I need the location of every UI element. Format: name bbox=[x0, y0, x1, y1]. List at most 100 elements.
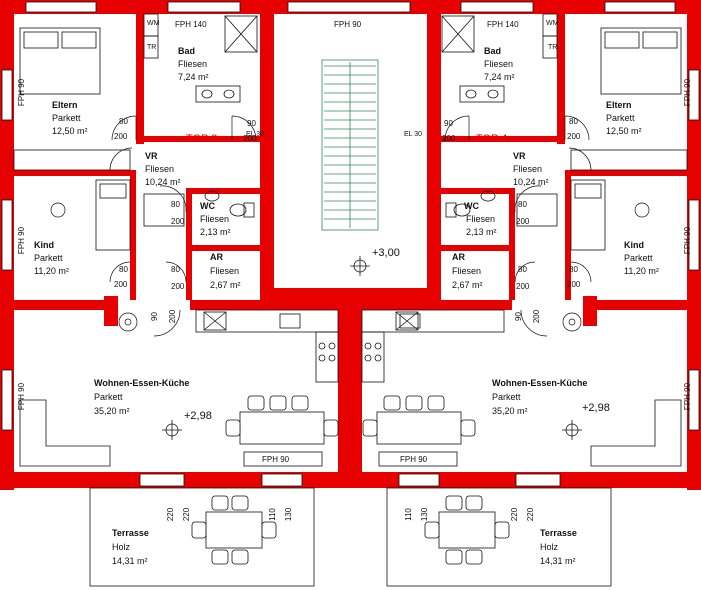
terrace-dim: 110 bbox=[267, 508, 277, 521]
el-label: EL 30 bbox=[246, 131, 265, 138]
wall-living-top-left bbox=[14, 300, 104, 310]
door-dim: 200 bbox=[171, 282, 185, 291]
window-label-kind: FPH 90 bbox=[17, 226, 27, 255]
wall-living-top-right2 bbox=[597, 300, 687, 310]
room-name: Terrasse bbox=[540, 528, 577, 538]
window-label-bottom: FPH 90 bbox=[262, 455, 290, 464]
wall-stair-left bbox=[262, 0, 274, 300]
terrace-dim: 220 bbox=[182, 507, 192, 522]
room-area: 35,20 m² bbox=[492, 406, 528, 416]
wall-living-top-right bbox=[362, 300, 512, 310]
room-name: Wohnen-Essen-Küche bbox=[492, 378, 588, 388]
room-name: AR bbox=[210, 252, 223, 262]
bed-kind-right bbox=[570, 179, 606, 251]
window-label-wek: FPH 90 bbox=[683, 382, 693, 411]
room-area: 14,31 m² bbox=[112, 556, 148, 566]
room-area: 2,67 m² bbox=[210, 280, 241, 290]
unit-label-top4: TOP 4 bbox=[476, 133, 508, 145]
room-name: WC bbox=[200, 201, 215, 211]
chair bbox=[247, 395, 265, 411]
chair bbox=[269, 395, 287, 411]
room-floor: Holz bbox=[540, 542, 559, 552]
door-dim: 200 bbox=[243, 134, 257, 143]
chair bbox=[494, 521, 510, 539]
door-dim: 200 bbox=[516, 282, 530, 291]
door-dim: 200 bbox=[567, 280, 581, 289]
chair bbox=[405, 395, 423, 411]
room-floor: Parkett bbox=[94, 392, 123, 402]
room-area: 10,24 m² bbox=[145, 177, 181, 187]
plant-icon bbox=[118, 312, 138, 332]
chair bbox=[211, 495, 229, 511]
stair-treads bbox=[324, 62, 376, 228]
room-area: 2,67 m² bbox=[452, 280, 483, 290]
unit-label-top3: TOP 3 bbox=[186, 133, 218, 145]
door-dim: 90 bbox=[444, 119, 453, 128]
door-dim: 80 bbox=[518, 265, 527, 274]
room-area: 14,31 m² bbox=[540, 556, 576, 566]
room-area: 7,24 m² bbox=[484, 72, 515, 82]
room-floor: Fliesen bbox=[484, 59, 514, 69]
chair bbox=[383, 395, 401, 411]
wm-label: WM bbox=[147, 20, 160, 27]
bed-kind-left bbox=[95, 179, 131, 251]
room-floor: Fliesen bbox=[466, 214, 496, 224]
room-area: 2,13 m² bbox=[200, 227, 231, 237]
terrace-dim: 130 bbox=[284, 507, 294, 522]
tr-label: TR bbox=[147, 44, 157, 51]
level-label: +2,98 bbox=[184, 410, 212, 422]
room-name: VR bbox=[145, 151, 158, 161]
terrace-dim: 110 bbox=[403, 508, 413, 521]
room-name: Bad bbox=[484, 46, 502, 56]
chair bbox=[445, 549, 463, 565]
windows bbox=[1, 1, 700, 487]
door-dim: 90 bbox=[513, 312, 523, 321]
chair bbox=[211, 549, 229, 565]
door-dim: 80 bbox=[119, 117, 128, 126]
door-dim: 80 bbox=[518, 200, 527, 209]
room-floor: Fliesen bbox=[513, 164, 543, 174]
room-area: 12,50 m² bbox=[606, 126, 642, 136]
door-dim: 200 bbox=[442, 134, 456, 143]
door-dim: 80 bbox=[569, 265, 578, 274]
room-name: Kind bbox=[34, 240, 54, 250]
door-dim: 80 bbox=[171, 200, 180, 209]
wall-stair-right bbox=[427, 0, 439, 300]
room-floor: Holz bbox=[112, 542, 131, 552]
chair bbox=[460, 419, 476, 437]
door-dim: 90 bbox=[247, 119, 256, 128]
door-swings bbox=[109, 115, 592, 337]
door-dim: 80 bbox=[119, 265, 128, 274]
window-label-fph140: FPH 140 bbox=[175, 20, 207, 29]
room-floor: Fliesen bbox=[178, 59, 208, 69]
door-dim: 90 bbox=[149, 312, 159, 321]
room-area: 11,20 m² bbox=[624, 266, 659, 276]
chair bbox=[424, 521, 440, 539]
wall-party bbox=[338, 300, 362, 488]
room-floor: Parkett bbox=[492, 392, 521, 402]
door-dim: 200 bbox=[532, 309, 542, 324]
window-label-fph140: FPH 140 bbox=[487, 20, 519, 29]
desk-chair-icon bbox=[634, 202, 650, 218]
door-dim: 80 bbox=[171, 265, 180, 274]
chair bbox=[362, 419, 378, 437]
plant-icons bbox=[50, 202, 650, 332]
level-markers bbox=[162, 256, 582, 440]
chair bbox=[323, 419, 339, 437]
interior-lines bbox=[13, 13, 688, 587]
el-label: EL 30 bbox=[404, 131, 423, 138]
room-name: Eltern bbox=[606, 100, 632, 110]
room-name: Eltern bbox=[52, 100, 78, 110]
room-name: Bad bbox=[178, 46, 196, 56]
window-label-eltern: FPH 90 bbox=[17, 78, 27, 107]
chair bbox=[231, 495, 249, 511]
room-name: Kind bbox=[624, 240, 644, 250]
room-area: 11,20 m² bbox=[34, 266, 69, 276]
terrace-dim: 130 bbox=[420, 507, 430, 522]
door-dim: 200 bbox=[114, 132, 128, 141]
room-name: AR bbox=[452, 252, 465, 262]
terrace-dim: 220 bbox=[510, 507, 520, 522]
room-name: WC bbox=[464, 201, 479, 211]
terrace-dim: 220 bbox=[166, 507, 176, 522]
